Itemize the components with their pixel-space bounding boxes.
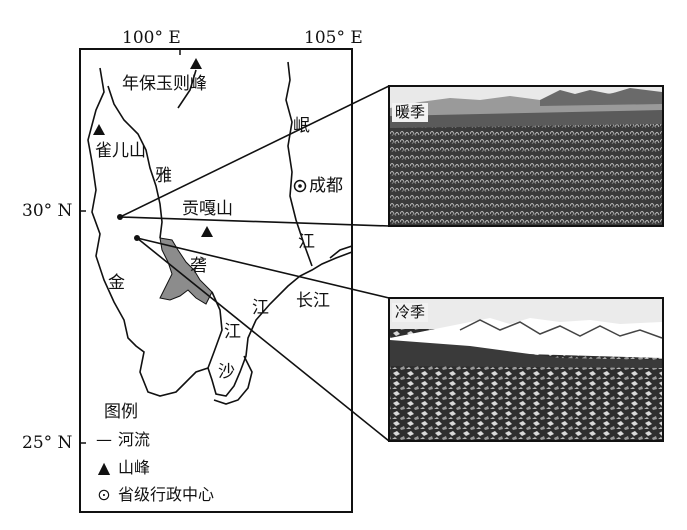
rivers <box>87 61 353 405</box>
peak-label-gongga: 贡嘎山 <box>182 199 233 219</box>
yalong-river <box>107 85 163 239</box>
warm-season-label: 暖季 <box>392 103 429 122</box>
legend-river: — 河流 <box>96 430 151 449</box>
legend-peak: ▲ 山峰 <box>97 458 151 477</box>
peak-icon <box>190 58 202 69</box>
lon-100-label: 100° E <box>122 28 181 48</box>
warm-photo-point <box>117 214 123 220</box>
lat-30-label: 30° N <box>22 201 73 221</box>
river-label-yalong-2: 砻 <box>190 256 207 276</box>
river-label-jinsha-2: 沙 <box>218 362 235 382</box>
peak-icon <box>201 226 213 237</box>
city-label-chengdu: 成都 <box>309 176 343 196</box>
min-river <box>285 61 313 267</box>
river-label-jinsha-1: 金 <box>108 273 125 293</box>
lon-105-label: 105° E <box>304 28 363 48</box>
legend-title: 图例 <box>104 402 138 422</box>
peak-icon: ▲ <box>97 458 111 477</box>
cold-photo-point <box>134 235 140 241</box>
river-label-jinsha-3: 江 <box>252 298 269 318</box>
river-label-min-1: 岷 <box>293 116 310 136</box>
cold-season-photo <box>388 297 664 442</box>
river-label-yalong-3: 江 <box>224 322 241 342</box>
cold-season-label: 冷季 <box>392 303 429 322</box>
river-label-changjiang: 长江 <box>296 291 330 311</box>
leader-lines <box>119 85 390 442</box>
jinsha-river <box>87 67 353 397</box>
river-line-icon: — <box>96 430 112 449</box>
peak-label-queer: 雀儿山 <box>95 141 146 161</box>
legend-capital: ⊙ 省级行政中心 <box>97 485 215 504</box>
warm-season-photo <box>388 85 664 227</box>
river-label-min-2: 江 <box>298 232 315 252</box>
peak-icon <box>93 124 105 135</box>
lat-25-label: 25° N <box>22 433 73 453</box>
peak-label-nianbaoyuze: 年保玉则峰 <box>122 74 207 94</box>
capital-icon: ⊙ <box>97 485 111 504</box>
river-label-yalong-1: 雅 <box>155 166 172 186</box>
